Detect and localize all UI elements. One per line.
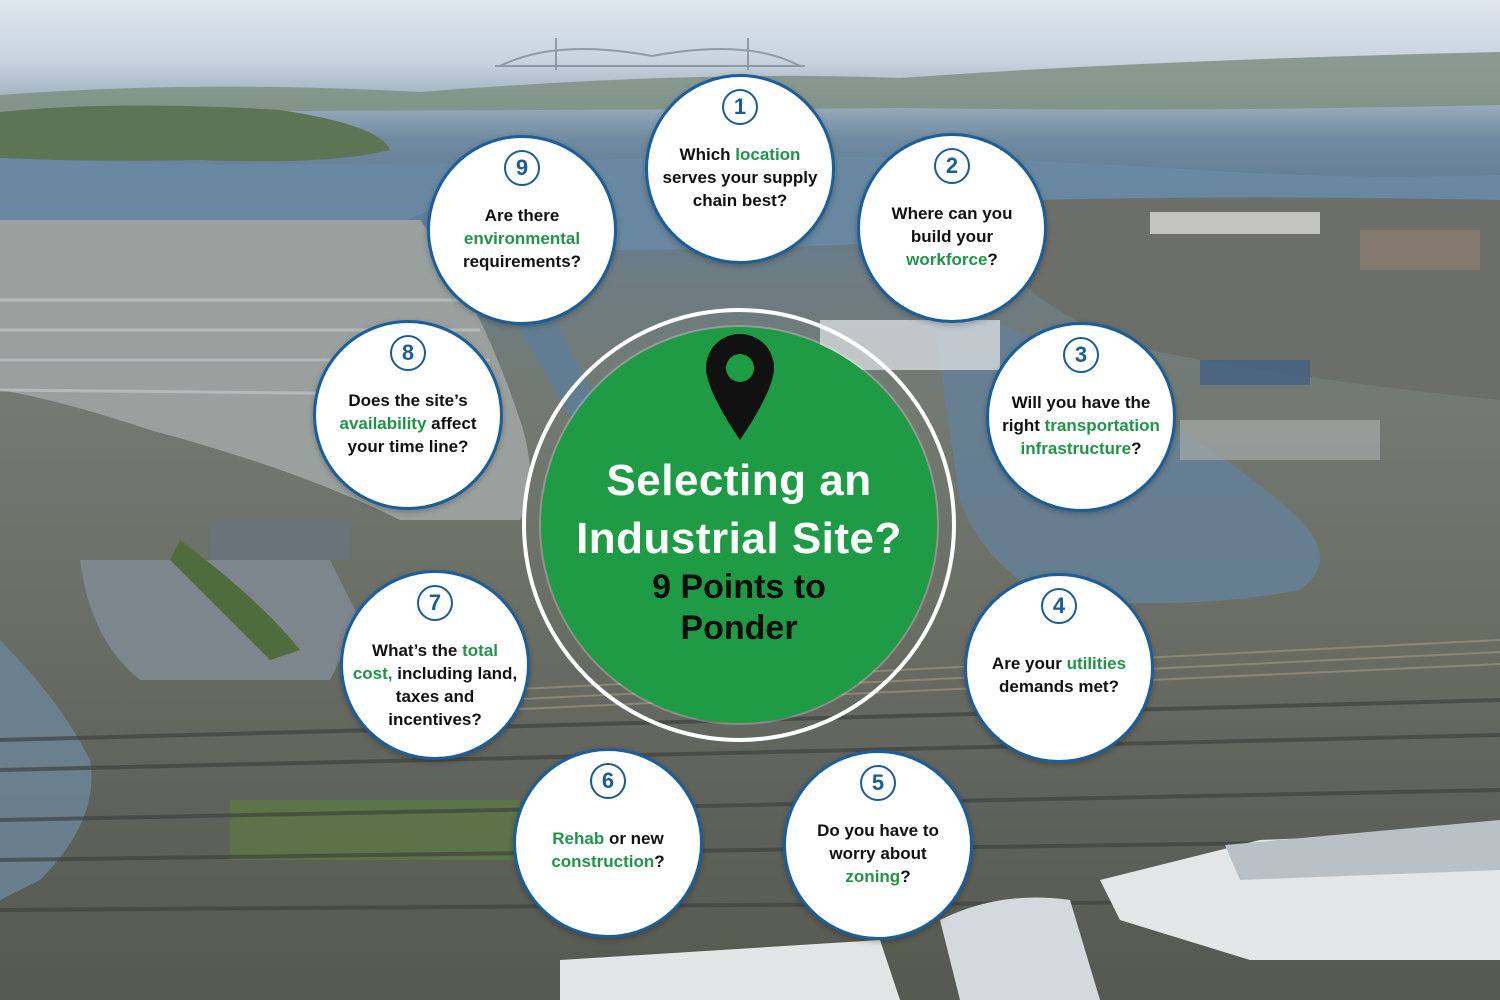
question-line: requirements?: [462, 252, 582, 271]
question-text: What’s the total cost, including land, tax…: [343, 639, 527, 731]
highlighted-keyword: construction: [551, 852, 655, 871]
question-line: serves your supply: [662, 168, 818, 187]
highlighted-keyword: transportation: [1044, 416, 1160, 435]
question-line: Do you have to: [817, 821, 939, 840]
highlighted-keyword: zoning: [845, 867, 901, 886]
highlighted-keyword: workforce: [906, 250, 988, 269]
question-line: worry about: [829, 844, 927, 863]
hub-subtitle-line-1: 9 Points to: [652, 568, 826, 606]
question-line: zoning?: [845, 867, 911, 886]
question-line: incentives?: [388, 710, 482, 729]
highlighted-keyword: infrastructure: [1020, 439, 1132, 458]
highlighted-keyword: utilities: [1066, 654, 1127, 673]
highlighted-keyword: location: [735, 145, 801, 164]
highlighted-keyword: total: [462, 641, 498, 660]
question-number: 2: [934, 148, 970, 184]
question-number: 7: [417, 585, 453, 621]
question-text: Rehab or new construction?: [516, 827, 700, 873]
hub-title-line-2: Industrial Site?: [576, 514, 902, 563]
question-line: Are there: [484, 206, 560, 225]
question-line: What’s the total: [372, 641, 498, 660]
hub-title: Selecting an Industrial Site?: [541, 452, 937, 568]
question-text: Does the site’s availability affect your t…: [316, 389, 500, 458]
question-text: Do you have to worry about zoning?: [786, 819, 970, 888]
question-line: infrastructure?: [1020, 439, 1142, 458]
question-circle-5: 5 Do you have to worry about zoning?: [783, 750, 973, 940]
question-number: 3: [1063, 337, 1099, 373]
question-text: Where can you build your workforce?: [860, 202, 1044, 271]
question-line: chain best?: [692, 191, 788, 210]
question-number: 9: [504, 150, 540, 186]
highlighted-keyword: Rehab: [552, 829, 605, 848]
question-number: 1: [722, 89, 758, 125]
highlighted-keyword: availability: [339, 414, 427, 433]
question-line: workforce?: [906, 250, 998, 269]
question-line: your time line?: [347, 437, 469, 456]
hub-subtitle: 9 Points to Ponder: [541, 567, 937, 649]
map-pin-icon: [706, 334, 774, 440]
question-line: construction?: [551, 852, 665, 871]
question-text: Are there environmental requirements?: [430, 204, 614, 273]
question-text: Are your utilities demands met?: [967, 652, 1151, 698]
question-line: cost, including land,: [352, 664, 518, 683]
question-number: 8: [390, 335, 426, 371]
question-line: build your: [910, 227, 994, 246]
question-number: 4: [1041, 588, 1077, 624]
question-text: Will you have the right transportation inf…: [989, 391, 1173, 460]
highlighted-keyword: environmental: [463, 229, 581, 248]
question-line: Will you have the: [1011, 393, 1151, 412]
question-number: 6: [590, 763, 626, 799]
question-line: availability affect: [339, 414, 477, 433]
hub-title-line-1: Selecting an: [606, 456, 872, 505]
question-line: Are your utilities: [991, 654, 1127, 673]
hub-subtitle-line-2: Ponder: [680, 609, 798, 647]
question-line: Does the site’s: [348, 391, 468, 410]
question-text: Which location serves your supply chain be…: [648, 143, 832, 212]
hub-ring: [522, 308, 956, 742]
question-number: 5: [860, 765, 896, 801]
question-line: taxes and: [395, 687, 475, 706]
question-line: right transportation: [1002, 416, 1160, 435]
question-line: Which location: [679, 145, 801, 164]
question-line: Where can you: [891, 204, 1013, 223]
question-line: demands met?: [999, 677, 1119, 696]
question-line: environmental: [430, 227, 614, 250]
question-line: Rehab or new: [552, 829, 664, 848]
highlighted-keyword: cost,: [352, 664, 393, 683]
